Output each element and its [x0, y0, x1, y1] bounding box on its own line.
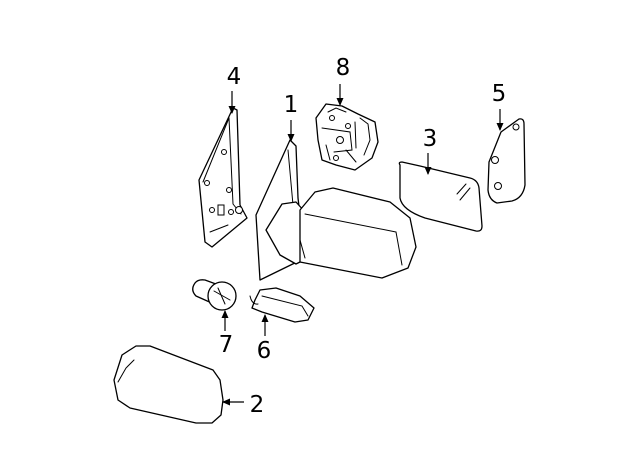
part-8-motor-unit [315, 103, 379, 171]
part-7-bulb [192, 279, 237, 311]
callout-6: 6 [257, 338, 272, 364]
callout-2: 2 [250, 392, 265, 418]
callout-8: 8 [336, 55, 351, 81]
part-2-mirror-cover [113, 345, 224, 424]
part-4-sail-bracket [198, 107, 248, 248]
callout-3: 3 [423, 126, 438, 152]
part-3-mirror-glass [398, 161, 483, 232]
callout-1: 1 [284, 92, 299, 118]
leader-lines [221, 84, 504, 406]
part-6-signal-lamp [249, 287, 315, 323]
part-1-mirror-housing [255, 139, 417, 281]
callout-labels: 1 2 3 4 5 6 7 8 [219, 55, 507, 418]
part-5-backing-plate [487, 118, 526, 204]
callout-5: 5 [492, 81, 507, 107]
callout-4: 4 [227, 64, 242, 90]
callout-7: 7 [219, 332, 234, 358]
